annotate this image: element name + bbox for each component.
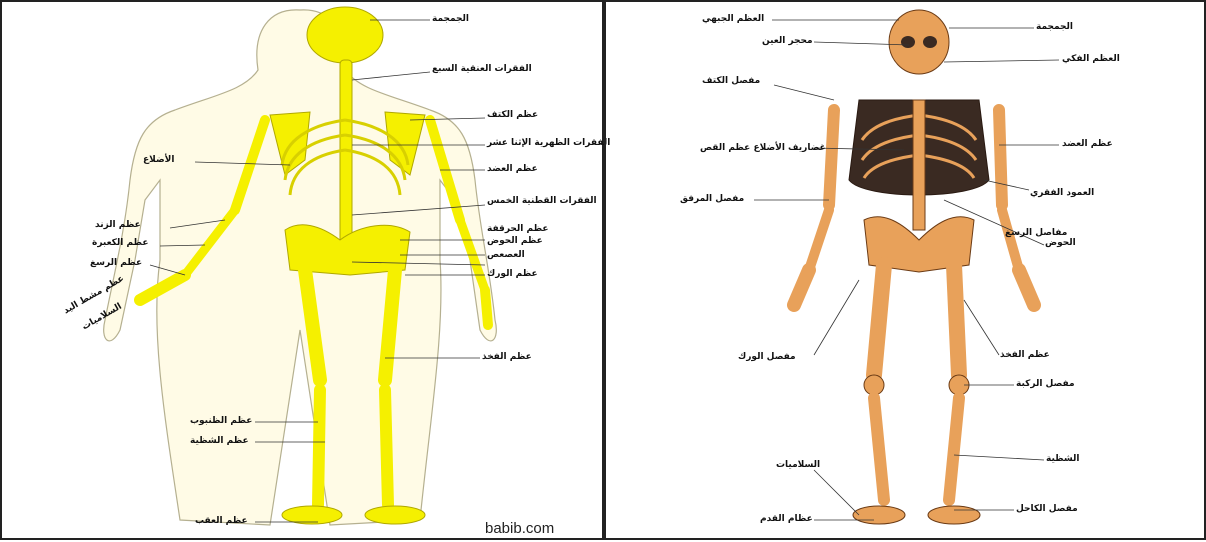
label-lumbar: الفقرات القطنية الخمس (487, 196, 597, 206)
label-tibia-back: عظم الظنبوب (190, 416, 252, 426)
label-foot: عظام القدم (760, 514, 813, 524)
label-knee: مفصل الركبة (1016, 379, 1075, 389)
label-phalanges-front: السلاميات (776, 460, 820, 470)
front-left-tibia (874, 398, 884, 500)
front-right-femur (954, 265, 959, 375)
front-right-foot (928, 506, 980, 524)
label-humerus-front: عظم العضد (1062, 139, 1113, 149)
spine-bone (340, 60, 352, 260)
label-pelvis-back: عظم الحوض (487, 236, 543, 246)
label-femur-back: عظم الورك (487, 269, 538, 279)
front-right-hand (1019, 270, 1034, 305)
label-wrist-front: مفاصل الرسغ (1005, 228, 1067, 238)
label-wrist-back: عظم الرسغ (90, 258, 142, 268)
label-cervical: الفقرات العنقية السبع (432, 64, 532, 74)
label-scapula: عظم الكتف (487, 110, 538, 120)
label-spine: العمود الفقري (1030, 188, 1094, 198)
label-humerus-back: عظم العضد (487, 164, 538, 174)
label-femur-front: عظم الفخذ (1000, 350, 1050, 360)
label-femur-thigh: عظم الفخذ (482, 352, 532, 362)
front-right-humerus (999, 110, 1002, 205)
front-left-forearm (809, 210, 829, 270)
label-fibula-back: عظم الشظية (190, 436, 249, 446)
right-orbit (923, 36, 937, 48)
right-foot (365, 506, 425, 524)
label-shoulder: مفصل الكتف (702, 76, 760, 86)
label-heel: عظم العقب (195, 516, 248, 526)
label-elbow: مفصل المرفق (680, 194, 744, 204)
label-ankle: مفصل الكاحل (1016, 504, 1078, 514)
label-tibia-front: الشظية (1046, 454, 1080, 464)
label-hip-back: عظم الحرقفة (487, 224, 548, 234)
front-left-foot (853, 506, 905, 524)
right-tibia (385, 390, 388, 505)
left-orbit (901, 36, 915, 48)
label-skull-back: الجمجمة (432, 14, 469, 24)
label-orbit: محجر العين (762, 36, 813, 46)
front-left-hand (794, 270, 809, 305)
front-left-femur (874, 265, 884, 375)
label-frontal: العظم الجبهي (702, 14, 764, 24)
label-pelvis-front: الحوض (1045, 238, 1076, 248)
label-hip-joint: مفصل الورك (738, 352, 796, 362)
front-right-tibia (949, 398, 959, 500)
label-skull-front: الجمجمة (1036, 22, 1073, 32)
front-left-humerus (829, 110, 834, 205)
skull-bone (307, 7, 383, 63)
label-jaw: العظم الفكي (1062, 54, 1120, 64)
front-right-forearm (1002, 210, 1019, 270)
left-tibia (318, 390, 320, 505)
right-femur (385, 270, 395, 380)
label-radius: عظم الزند (95, 220, 141, 230)
left-foot (282, 506, 342, 524)
label-ribs-cartilage: غضاريف الأضلاع عظم القص (700, 143, 826, 153)
front-skeleton-illustration (604, 0, 1206, 540)
watermark: babib.com (485, 520, 554, 537)
label-thoracic: الفقرات الظهرية الإثنا عشر (487, 138, 610, 148)
label-sacrum: العصعص (487, 250, 525, 260)
label-ribs: الأضلاع (143, 155, 174, 165)
front-spine (913, 100, 925, 230)
label-ulna: عظم الكعبرة (92, 238, 148, 248)
right-hand (485, 290, 488, 325)
